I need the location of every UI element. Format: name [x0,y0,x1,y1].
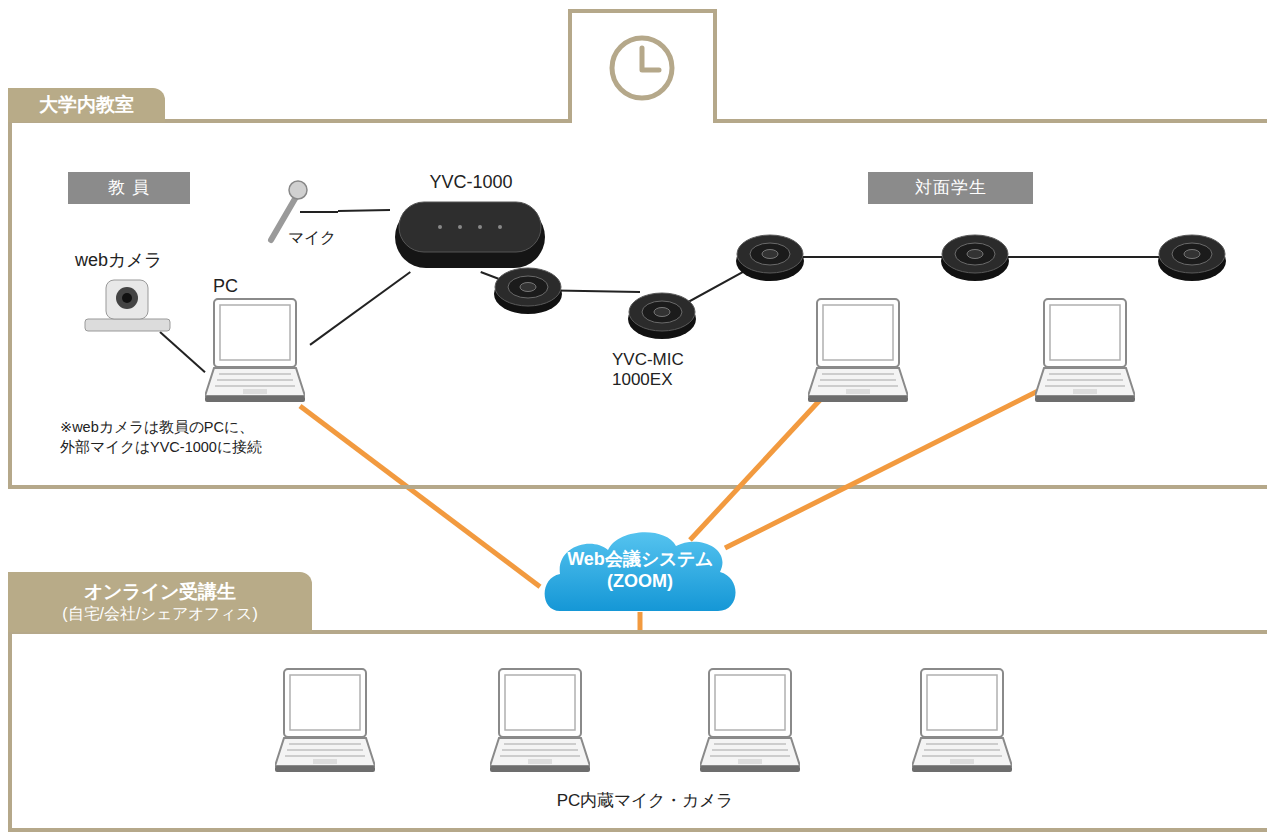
device-webcam: webカメラ [75,250,172,332]
mic-pods [736,235,804,281]
laptops [490,669,590,772]
webcam-icon [116,287,138,309]
laptops [700,669,800,772]
clock-icon [612,38,672,98]
cloud-shape [540,528,740,612]
microphone-icon [289,181,307,199]
node-text: マイク [288,228,336,247]
yvc-1000-device [399,202,541,252]
role-label: 教 員 [68,172,190,204]
laptops [205,299,305,402]
region-heading: オンライン受講生 [84,581,236,604]
laptops [205,299,1135,772]
webcam-icon [85,319,170,331]
node-text: PC [213,276,238,298]
yvc-1000-device [478,225,482,229]
region-tab: オンライン受講生(自宅/会社/シェアオフィス) [8,572,312,632]
node-text: YVC-MIC 1000EX [612,350,700,391]
connector-line [310,272,410,345]
webcam-icon [122,293,132,303]
laptops [1035,299,1135,402]
cloud-service: Web会議システム (ZOOM) [540,528,740,612]
laptops [275,669,375,772]
connector-line [338,210,390,211]
mic-pods [941,235,1009,281]
student-network-lines [690,400,820,540]
region-frame [10,11,1267,487]
webcam-icon [85,280,170,331]
student-network-lines [725,390,1040,548]
connector-line [638,612,643,632]
region-heading: 大学内教室 [39,94,134,117]
region-frame [10,11,1267,830]
region-tab: 大学内教室 [8,88,165,122]
mic-pods [494,268,562,314]
role-label: 対面学生 [868,172,1033,204]
device-yvc-1000: YVC-1000 [390,172,552,272]
clock-icon [642,48,659,70]
node-text: Web会議システム (ZOOM) [548,548,733,593]
laptops [912,669,1012,772]
yvc-1000-device [458,225,462,229]
device-mic: マイク [262,178,338,250]
yvc-1000-device [498,225,502,229]
connector-line [160,332,205,372]
webcam-icon [106,280,148,319]
clock-icon [612,38,672,98]
node-text: webカメラ [75,250,162,272]
student-network-lines [690,390,1040,548]
region-frame [10,632,1267,830]
mic-pods [1158,235,1226,281]
note-text: ※webカメラは教員のPCに、 外部マイクはYVC-1000に接続 [60,418,300,457]
mic-pods [628,293,696,339]
laptops [808,299,908,402]
connector-line [300,406,540,587]
device-yvc-mic: YVC-MIC 1000EX [605,292,705,396]
yvc-1000-device [438,225,442,229]
mic-chain-wire [300,211,338,213]
cloud-outline [545,532,736,611]
caption-note: PC内蔵マイク・カメラ [520,790,770,813]
node-text: 対面学生 [915,178,987,198]
node-text: YVC-1000 [390,172,552,194]
yvc-1000-device [395,202,545,268]
node-text: 教 員 [108,178,150,198]
device-pc: PC [205,276,310,406]
region-subheading: (自宅/会社/シェアオフィス) [62,604,258,623]
